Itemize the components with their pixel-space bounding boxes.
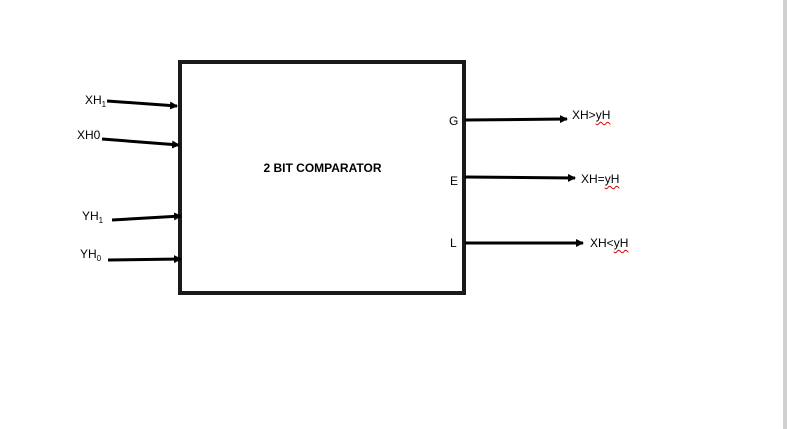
output-label-greater: XH>yH (572, 108, 610, 122)
port-label-e: E (450, 174, 459, 188)
output-label-equal: XH=yH (581, 172, 619, 186)
label-base: XH0 (77, 128, 101, 142)
spellcheck-word: yH (613, 236, 629, 250)
input-arrow-xh0 (101, 137, 180, 149)
input-arrow-yh1 (111, 212, 182, 222)
spellcheck-word: yH (604, 172, 620, 186)
input-arrow-xh1 (106, 99, 178, 110)
port-label-l: L (450, 236, 457, 250)
label-base: YH (82, 209, 99, 223)
label-base: XH (85, 93, 102, 107)
label-subscript: 1 (98, 216, 104, 225)
input-label-yh0: YH0 (80, 247, 101, 266)
port-label-g: G (449, 114, 459, 128)
label-base: YH (80, 247, 97, 261)
label-subscript: 1 (101, 100, 107, 109)
input-arrow-yh0 (107, 255, 182, 264)
label-text: XH> (572, 108, 596, 122)
label-text: XH= (581, 172, 605, 186)
output-arrow-e (464, 173, 576, 182)
block-title: 2 BIT COMPARATOR (263, 161, 382, 175)
input-label-xh1: XH1 (85, 93, 106, 112)
label-subscript: 0 (96, 254, 102, 263)
spellcheck-word: yH (595, 108, 611, 122)
output-label-less: XH<yH (590, 236, 628, 250)
output-arrow-g (464, 115, 568, 124)
input-label-xh0: XH0 (77, 128, 100, 147)
input-label-yh1: YH1 (82, 209, 103, 228)
label-text: XH< (590, 236, 614, 250)
comparator-block (178, 60, 466, 295)
page-edge (783, 0, 787, 429)
